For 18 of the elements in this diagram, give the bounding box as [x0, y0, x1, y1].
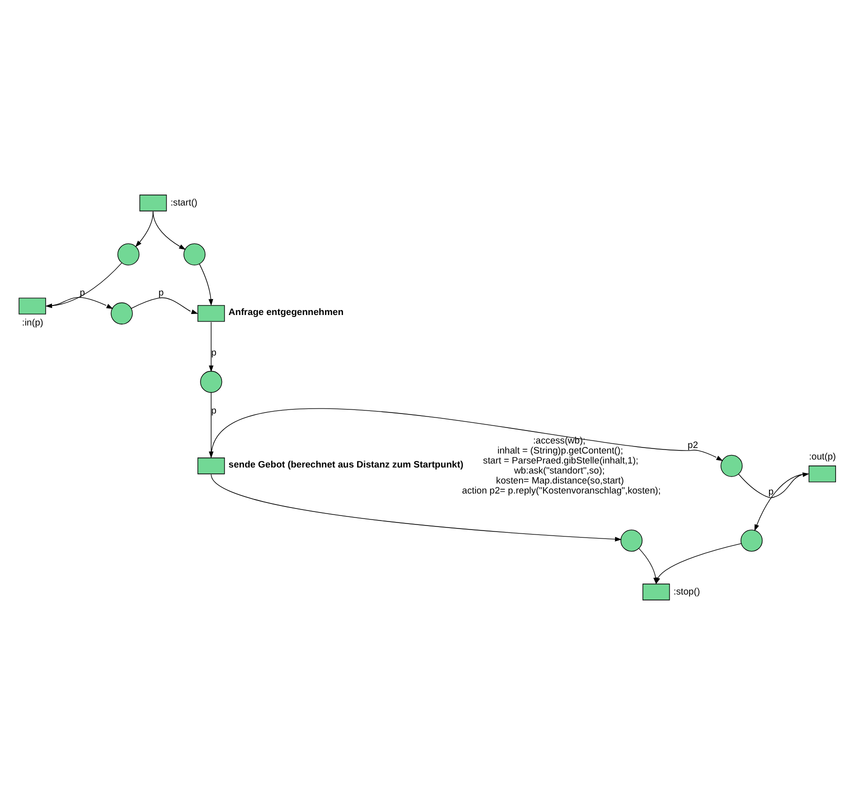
edge-label: p — [211, 347, 216, 358]
node-label: sende Gebot (berechnet aus Distanz zum Startpunkt) — [228, 460, 464, 470]
node-label: :stop() — [674, 586, 700, 596]
node-label: Anfrage entgegennehmen — [228, 307, 344, 318]
edge-label: p — [211, 405, 216, 416]
node-label: :out(p) — [808, 451, 836, 462]
node-label: :in(p) — [22, 318, 44, 328]
edge-label: p — [768, 486, 774, 497]
node-label: start = ParsePraed.gibStelle(inhalt,1); — [483, 455, 638, 466]
node-label: inhalt = (String)p.getContent(); — [497, 445, 624, 456]
edge-label: p2 — [688, 440, 698, 450]
node-label: action p2= p.reply("Kostenvoranschlag",kosten); — [462, 485, 661, 496]
node-label: kosten= Map.distance(so,start) — [496, 475, 624, 486]
node-label: wb:ask("standort",so); — [514, 465, 605, 476]
edge-label: p — [158, 288, 164, 298]
node-label: :start() — [170, 197, 198, 208]
node-label: :access(wb); — [533, 435, 586, 446]
edge-label: p — [80, 288, 85, 298]
